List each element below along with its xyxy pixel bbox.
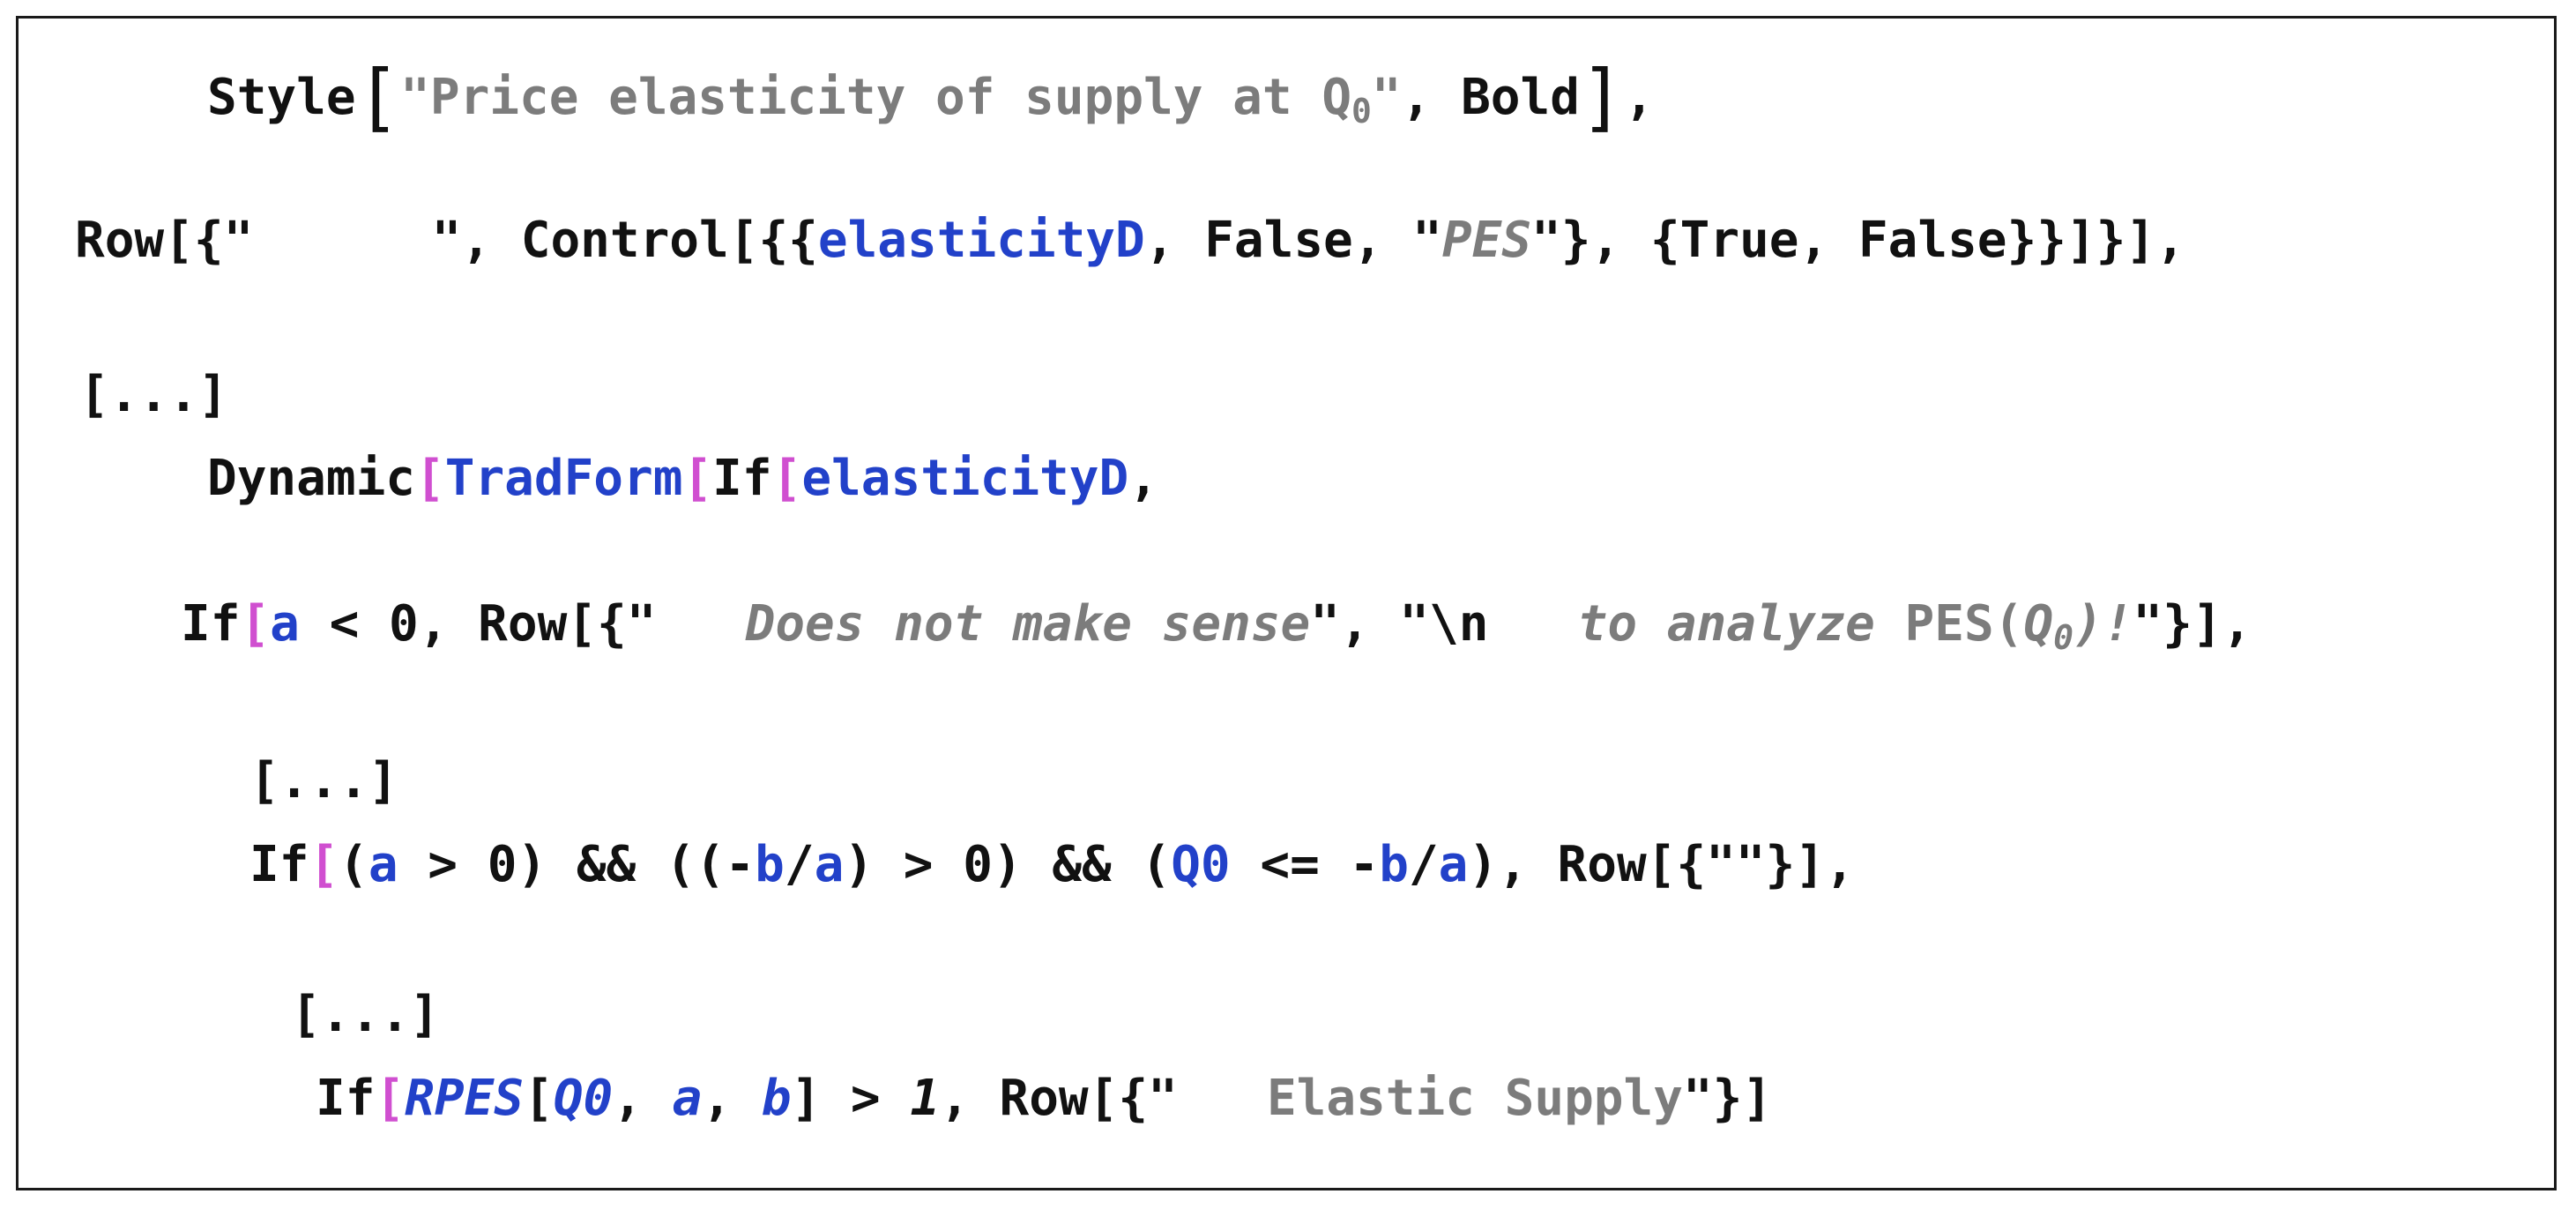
code-token: , Row[{" <box>940 1070 1267 1127</box>
code-token: ] > <box>791 1070 911 1127</box>
code-token: ) > 0) && ( <box>844 836 1172 893</box>
code-token: ), Row[{""}], <box>1468 836 1855 893</box>
code-token: [...] <box>79 366 228 423</box>
code-token: , <box>702 1070 762 1127</box>
code-line-3: [...] <box>79 370 228 420</box>
code-token: < 0, Row[{" <box>299 595 746 653</box>
code-token: b <box>755 836 785 893</box>
code-token: Does not make sense <box>745 595 1311 653</box>
code-token: a <box>1438 836 1469 893</box>
code-line-9: If[RPES[Q0, a, b] > 1, Row[{" Elastic Su… <box>316 1074 1772 1123</box>
code-token: , Bold <box>1401 69 1580 126</box>
code-line-1: Style["Price elasticity of supply at Q0"… <box>207 51 1655 134</box>
code-token: [ <box>771 450 802 507</box>
code-token: TradForm <box>444 450 683 507</box>
code-token: , <box>1128 450 1158 507</box>
code-token: "}], <box>2133 595 2252 653</box>
code-token: 0 <box>1351 92 1372 131</box>
code-token: / <box>1408 836 1439 893</box>
code-token: [...] <box>249 752 398 810</box>
code-token: , False, " <box>1144 212 1442 269</box>
code-token: ] <box>1579 54 1625 140</box>
code-token: Style <box>207 69 356 126</box>
code-token: , <box>1624 69 1655 126</box>
code-token: elasticityD <box>801 450 1129 507</box>
code-token: [ <box>415 450 445 507</box>
code-token: Q <box>2023 595 2054 653</box>
code-snippet-frame <box>16 16 2557 1190</box>
code-token: RPES <box>405 1070 525 1127</box>
code-token: 0 <box>2053 618 2073 657</box>
code-token: / <box>784 836 815 893</box>
code-line-7: If[(a > 0) && ((-b/a) > 0) && (Q0 <= -b/… <box>249 840 1855 890</box>
code-line-6: [...] <box>249 757 398 806</box>
code-token: [ <box>524 1070 554 1127</box>
code-line-5: If[a < 0, Row[{" Does not make sense", "… <box>181 600 2252 655</box>
code-token: a <box>270 595 300 653</box>
code-token: a <box>368 836 398 893</box>
code-token: [ <box>375 1070 406 1127</box>
code-token: 1 <box>910 1070 941 1127</box>
code-token: [ <box>309 836 339 893</box>
code-token: "}, {True, False}}]}], <box>1531 212 2185 269</box>
code-token: elasticityD <box>817 212 1145 269</box>
code-token: PES( <box>1904 595 2024 653</box>
code-token: a <box>814 836 845 893</box>
code-token: Dynamic <box>207 450 416 507</box>
code-token: b <box>1379 836 1409 893</box>
code-token: PES <box>1441 212 1532 269</box>
code-line-8: [...] <box>291 990 440 1040</box>
code-token: [...] <box>291 986 440 1043</box>
code-token: )! <box>2073 595 2133 653</box>
code-token: > 0) && ((- <box>398 836 756 893</box>
code-token: [ <box>240 595 271 653</box>
code-token: If <box>249 836 309 893</box>
code-token: If <box>181 595 241 653</box>
code-token: Q0 <box>1171 836 1231 893</box>
code-token: a <box>672 1070 703 1127</box>
code-token: [ <box>682 450 713 507</box>
code-token: " <box>1371 69 1402 126</box>
code-token: [ <box>355 54 401 140</box>
code-token: If <box>712 450 772 507</box>
code-token: If <box>316 1070 376 1127</box>
code-token: to analyze <box>1577 595 1905 653</box>
code-token: Elastic Supply <box>1266 1070 1683 1127</box>
code-token: Q0 <box>553 1070 614 1127</box>
code-line-4: Dynamic[TradForm[If[elasticityD, <box>207 454 1158 504</box>
code-token: "}] <box>1682 1070 1773 1127</box>
code-token: <= - <box>1230 836 1380 893</box>
code-token: "Price elasticity of supply at Q <box>400 69 1352 126</box>
code-line-2: Row[{" ", Control[{{elasticityD, False, … <box>75 216 2185 265</box>
code-token: ( <box>339 836 369 893</box>
code-token: ", "\n <box>1310 595 1578 653</box>
code-token: b <box>761 1070 792 1127</box>
code-token: Row[{" ", Control[{{ <box>75 212 818 269</box>
code-token: , <box>613 1070 673 1127</box>
